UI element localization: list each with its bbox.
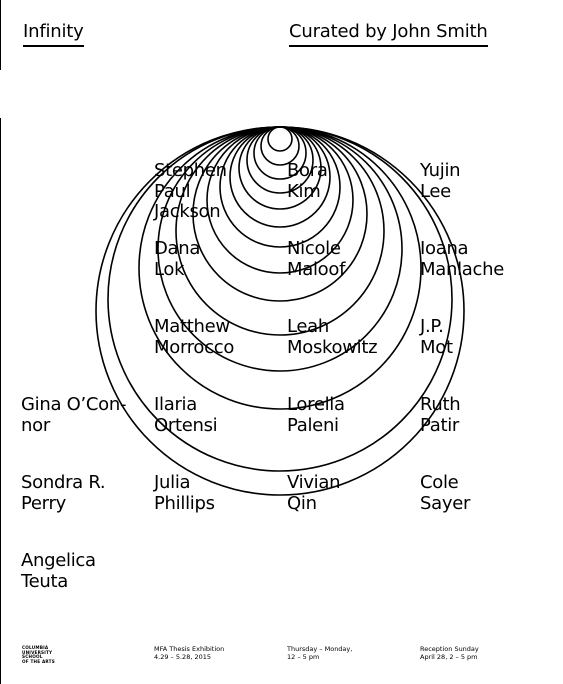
artist-name: Leah Moskowitz bbox=[287, 316, 378, 358]
artist-name: Angelica Teuta bbox=[21, 550, 96, 592]
artist-name: Yujin Lee bbox=[420, 160, 461, 202]
circle-10 bbox=[175, 126, 385, 336]
artist-name: Nicole Maloof bbox=[287, 238, 346, 280]
artist-name: Sondra R. Perry bbox=[21, 472, 106, 514]
artist-name: Ilaria Ortensi bbox=[154, 394, 218, 436]
reception-info: Reception Sunday April 28, 2 – 5 pm bbox=[420, 645, 479, 661]
artist-name: Ioana Manlache bbox=[420, 238, 504, 280]
artist-name: Julia Phillips bbox=[154, 472, 215, 514]
exhibition-title-text: Infinity bbox=[23, 21, 84, 42]
artist-name: Bora Kim bbox=[287, 160, 328, 202]
gallery-hours: Thursday – Monday, 12 – 5 pm bbox=[287, 645, 353, 661]
artist-name: Gina O’Con- nor bbox=[21, 394, 127, 436]
artist-name: Matthew Morrocco bbox=[154, 316, 235, 358]
exhibition-dates: MFA Thesis Exhibition 4.29 – 5.28, 2015 bbox=[154, 645, 225, 661]
artist-name: Cole Sayer bbox=[420, 472, 471, 514]
curator-credit: Curated by John Smith bbox=[289, 21, 488, 47]
artist-name: Vivian Qin bbox=[287, 472, 341, 514]
columbia-school-of-arts-logo: COLUMBIA UNIVERSITY SCHOOL OF THE ARTS bbox=[22, 645, 55, 664]
artist-name: Ruth Patir bbox=[420, 394, 461, 436]
circle-1 bbox=[267, 126, 293, 152]
exhibition-title-underline bbox=[23, 45, 84, 47]
artist-name: J.P. Mot bbox=[420, 316, 453, 358]
left-edge-rule-bottom bbox=[0, 118, 1, 684]
exhibition-title: Infinity bbox=[23, 21, 84, 47]
curator-credit-underline bbox=[289, 45, 488, 47]
left-edge-rule-top bbox=[0, 0, 1, 70]
artist-name: Stephen Paul Jackson bbox=[154, 160, 227, 222]
circle-14 bbox=[95, 126, 465, 496]
artist-name: Dana Lok bbox=[154, 238, 201, 280]
curator-credit-text: Curated by John Smith bbox=[289, 21, 488, 42]
artist-name: Lorella Paleni bbox=[287, 394, 345, 436]
